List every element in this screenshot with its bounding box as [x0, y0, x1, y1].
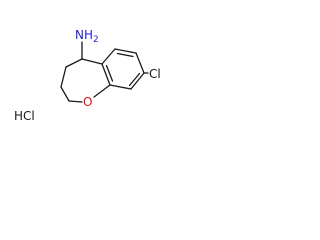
bond-c9a-c5a	[101, 63, 111, 86]
bond-c5a-c6	[101, 48, 116, 65]
bond-c4-c3	[60, 66, 67, 88]
chlorine-label: Cl	[149, 67, 161, 81]
bond-c8-c9	[130, 72, 145, 90]
oxepine-ring	[60, 58, 111, 103]
hcl-label: HCl	[14, 109, 35, 123]
bond-c2-o1	[68, 100, 83, 103]
oxygen-label: O	[83, 95, 92, 109]
double-bond-c6-c7	[116, 52, 134, 58]
double-bond-c9a-c5a	[105, 64, 114, 82]
bond-c9-c9a	[109, 84, 132, 90]
double-bond-c8-c9	[128, 72, 141, 87]
bond-o1-c9a	[93, 84, 111, 98]
amine-label: NH2	[75, 28, 99, 45]
bond-c3-c2	[60, 86, 70, 102]
bond-c6-c7	[114, 48, 137, 54]
bond-c7-c8	[135, 52, 145, 74]
bond-c5a-c5	[81, 58, 103, 65]
structure-diagram: NH2 O Cl HCl	[14, 28, 161, 123]
benzene-ring	[101, 48, 145, 90]
bond-c5-c4	[65, 58, 83, 68]
